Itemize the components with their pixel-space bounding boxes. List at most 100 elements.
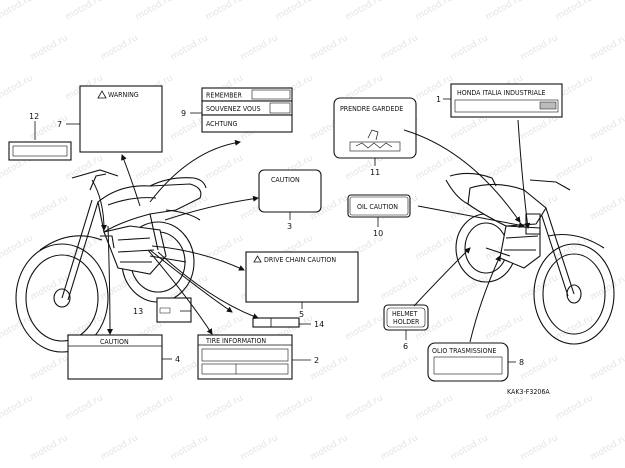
callout-7: 7 (57, 120, 62, 129)
watermark-text: motod.ru (414, 73, 455, 102)
watermark-text: motod.ru (344, 0, 385, 23)
callout-numbers: 1 2 3 4 5 6 7 8 9 10 11 12 13 14 (29, 95, 524, 367)
watermark-text: motod.ru (484, 153, 525, 182)
watermark-text: motod.ru (169, 433, 210, 462)
watermark-text: motod.ru (484, 0, 525, 23)
watermark-text: motod.ru (589, 273, 625, 302)
label-6-helmet-holder (383, 304, 429, 331)
watermark-text: motod.ru (344, 393, 385, 422)
watermark-text: motod.ru (29, 33, 70, 62)
watermark-text: motod.ru (414, 393, 455, 422)
watermark-text: motod.ru (29, 193, 70, 222)
watermark-text: motod.ru (309, 33, 350, 62)
watermark-text: motod.ru (449, 273, 490, 302)
watermark-text: motod.ru (589, 33, 625, 62)
label-2-tire-information (197, 334, 293, 380)
front-wheel-right (533, 243, 615, 345)
label-8-olio-trasmissione (427, 342, 509, 382)
watermark-text: motod.ru (589, 353, 625, 382)
watermark-text: motod.ru (589, 113, 625, 142)
label-panels (8, 83, 563, 382)
label-text-warning: WARNING (108, 91, 139, 99)
label-text-remember: REMEMBER (206, 92, 243, 100)
label-1-honda-italia (450, 83, 563, 118)
drawing-code: KAK3-F3206A (507, 388, 550, 396)
label-text-achtung: ACHTUNG (206, 120, 237, 128)
watermark-text: motod.ru (554, 0, 595, 23)
callout-9: 9 (181, 109, 186, 118)
watermark-text: motod.ru (239, 33, 280, 62)
label-text-helmet-1: HELMET (392, 310, 418, 318)
watermark-text: motod.ru (239, 433, 280, 462)
watermark-text: motod.ru (379, 33, 420, 62)
watermark-text: motod.ru (99, 33, 140, 62)
callout-4: 4 (175, 355, 180, 364)
callout-12: 12 (29, 112, 39, 121)
watermark-text: motod.ru (204, 233, 245, 262)
callout-8: 8 (519, 358, 524, 367)
watermark-text: motod.ru (29, 353, 70, 382)
watermark-text: motod.ru (449, 433, 490, 462)
watermark-text: motod.ru (554, 313, 595, 342)
callout-1: 1 (436, 95, 441, 104)
callout-11: 11 (370, 168, 380, 177)
watermark-text: motod.ru (379, 353, 420, 382)
watermark-text: motod.ru (519, 433, 560, 462)
watermark-text: motod.ru (379, 433, 420, 462)
watermark-text: motod.ru (519, 273, 560, 302)
watermark-text: motod.ru (414, 233, 455, 262)
label-text-souvenez: SOUVENEZ VOUS (206, 105, 261, 113)
watermark-text: motod.ru (29, 433, 70, 462)
label-text-tire-info: TIRE INFORMATION (205, 337, 266, 345)
callout-13: 13 (133, 307, 143, 316)
watermark-text: motod.ru (344, 313, 385, 342)
watermark-text: motod.ru (169, 33, 210, 62)
callout-2: 2 (314, 356, 319, 365)
callout-lines (34, 98, 516, 363)
watermark-text: motod.ru (589, 193, 625, 222)
watermark-text: motod.ru (204, 0, 245, 23)
watermark-text: motod.ru (484, 393, 525, 422)
watermark-text: motod.ru (64, 0, 105, 23)
leader-arrows (91, 119, 531, 343)
watermark-text: motod.ru (449, 113, 490, 142)
label-text-olio: OLIO TRASMISSIONE (432, 347, 496, 355)
watermark-text: motod.ru (484, 313, 525, 342)
motorcycle-left (15, 169, 207, 353)
watermark-text: motod.ru (134, 393, 175, 422)
watermark-text: motod.ru (29, 273, 70, 302)
watermark-text: motod.ru (449, 33, 490, 62)
watermark-text: motod.ru (0, 73, 35, 102)
watermark-text: motod.ru (64, 393, 105, 422)
label-11-prendre-garde (333, 97, 417, 159)
watermark-text: motod.ru (519, 113, 560, 142)
label-9-remember-stack (201, 87, 293, 133)
watermark-text: motod.ru (274, 393, 315, 422)
watermark-text: motod.ru (274, 0, 315, 23)
watermark-text: motod.ru (519, 33, 560, 62)
watermark-text: motod.ru (309, 433, 350, 462)
watermark-text: motod.ru (204, 153, 245, 182)
watermark-text: motod.ru (414, 153, 455, 182)
watermark-text: motod.ru (134, 153, 175, 182)
callout-3: 3 (287, 222, 292, 231)
label-14-strip (252, 317, 300, 328)
watermark-text: motod.ru (554, 153, 595, 182)
watermark-text: motod.ru (204, 393, 245, 422)
callout-5: 5 (299, 310, 304, 319)
label-texts: WARNING REMEMBER SOUVENEZ VOUS ACHTUNG C… (100, 89, 545, 355)
label-text-honda: HONDA ITALIA INDUSTRIALE (457, 89, 545, 97)
watermark-text: motod.ru (134, 0, 175, 23)
watermark-text: motod.ru (0, 0, 35, 23)
label-text-caution-3: CAUTION (271, 176, 300, 184)
callout-6: 6 (403, 342, 408, 351)
label-text-caution-4: CAUTION (100, 338, 129, 346)
watermark-text: motod.ru (0, 233, 35, 262)
watermark-text: motod.ru (589, 433, 625, 462)
label-10-oil-caution (347, 194, 411, 218)
front-wheel-left (15, 243, 109, 353)
label-text-prendre: PRENDRE GARDEDE (340, 105, 403, 113)
label-text-oil-caution: OIL CAUTION (357, 203, 398, 211)
